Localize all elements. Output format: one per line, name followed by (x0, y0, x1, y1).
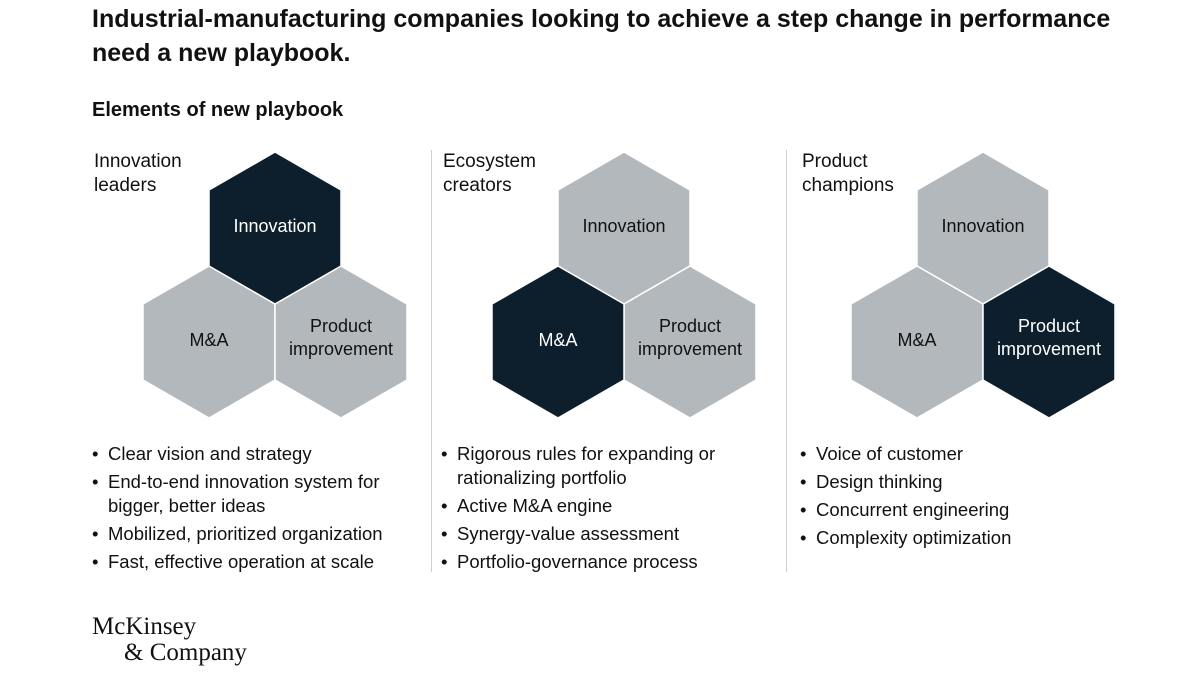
hex-label-innovation: Innovation (941, 216, 1024, 236)
column-label-line1: Ecosystem (443, 151, 536, 172)
bullet-item: Concurrent engineering (800, 498, 1140, 522)
hex-label-product-line2: improvement (638, 339, 742, 359)
bullet-item: End-to-end innovation system for bigger,… (92, 470, 432, 518)
hex-label-product-line1: Product (659, 316, 721, 336)
bullet-list: Clear vision and strategy End-to-end inn… (92, 442, 432, 578)
hex-product-improvement: Product improvement (274, 265, 408, 419)
hexagon-cluster: M&A Product improvement Innovation (142, 151, 408, 419)
column-label: Ecosystem creators (443, 150, 563, 198)
bullet-item: Design thinking (800, 470, 1140, 494)
bullet-item: Voice of customer (800, 442, 1140, 466)
column-product-champions: Product champions Innovation M&A Product… (800, 150, 1140, 580)
bullet-list: Rigorous rules for expanding or rational… (441, 442, 781, 578)
hex-label-ma: M&A (538, 330, 577, 350)
hex-innovation: Innovation (916, 151, 1050, 305)
column-label-line2: champions (802, 175, 894, 196)
hex-product-improvement: Product improvement (623, 265, 757, 419)
logo-line1: McKinsey (92, 613, 197, 640)
bullet-list: Voice of customer Design thinking Concur… (800, 442, 1140, 554)
bullet-item: Complexity optimization (800, 526, 1140, 550)
column-ecosystem-creators: Ecosystem creators Innovation Product im… (441, 150, 781, 580)
section-subtitle: Elements of new playbook (92, 99, 344, 121)
column-label: Product champions (802, 150, 922, 198)
hex-label-ma: M&A (897, 330, 936, 350)
page-title: Industrial-manufacturing companies looki… (92, 5, 1111, 67)
hexagon-cluster: Innovation Product improvement M&A (491, 151, 757, 419)
bullet-item: Mobilized, prioritized organization (92, 522, 432, 546)
hex-innovation: Innovation (557, 151, 691, 305)
bullet-item: Fast, effective operation at scale (92, 550, 432, 574)
bullet-item: Synergy-value assessment (441, 522, 781, 546)
hex-label-innovation: Innovation (582, 216, 665, 236)
column-label-line1: Innovation (94, 151, 182, 172)
column-label: Innovation leaders (94, 150, 214, 198)
column-divider (786, 150, 787, 572)
hex-label-product-line1: Product (1018, 316, 1080, 336)
hex-ma: M&A (491, 265, 625, 419)
hex-label-product-line2: improvement (997, 339, 1101, 359)
mckinsey-logo: McKinsey & Company (92, 614, 247, 666)
column-divider (431, 150, 432, 572)
bullet-item: Active M&A engine (441, 494, 781, 518)
bullet-item: Clear vision and strategy (92, 442, 432, 466)
hex-innovation: Innovation (208, 151, 342, 305)
hex-product-improvement: Product improvement (982, 265, 1116, 419)
column-innovation-leaders: Innovation leaders M&A Product improveme… (92, 150, 432, 580)
hex-label-product-line2: improvement (289, 339, 393, 359)
hex-label-ma: M&A (189, 330, 228, 350)
column-label-line1: Product (802, 151, 868, 172)
bullet-item: Rigorous rules for expanding or rational… (441, 442, 781, 490)
logo-line2: & Company (124, 639, 247, 666)
column-label-line2: leaders (94, 175, 157, 196)
hex-label-innovation: Innovation (233, 216, 316, 236)
column-label-line2: creators (443, 175, 512, 196)
hexagon-cluster: Innovation M&A Product improvement (850, 151, 1116, 419)
hex-label-product-line1: Product (310, 316, 372, 336)
bullet-item: Portfolio-governance process (441, 550, 781, 574)
